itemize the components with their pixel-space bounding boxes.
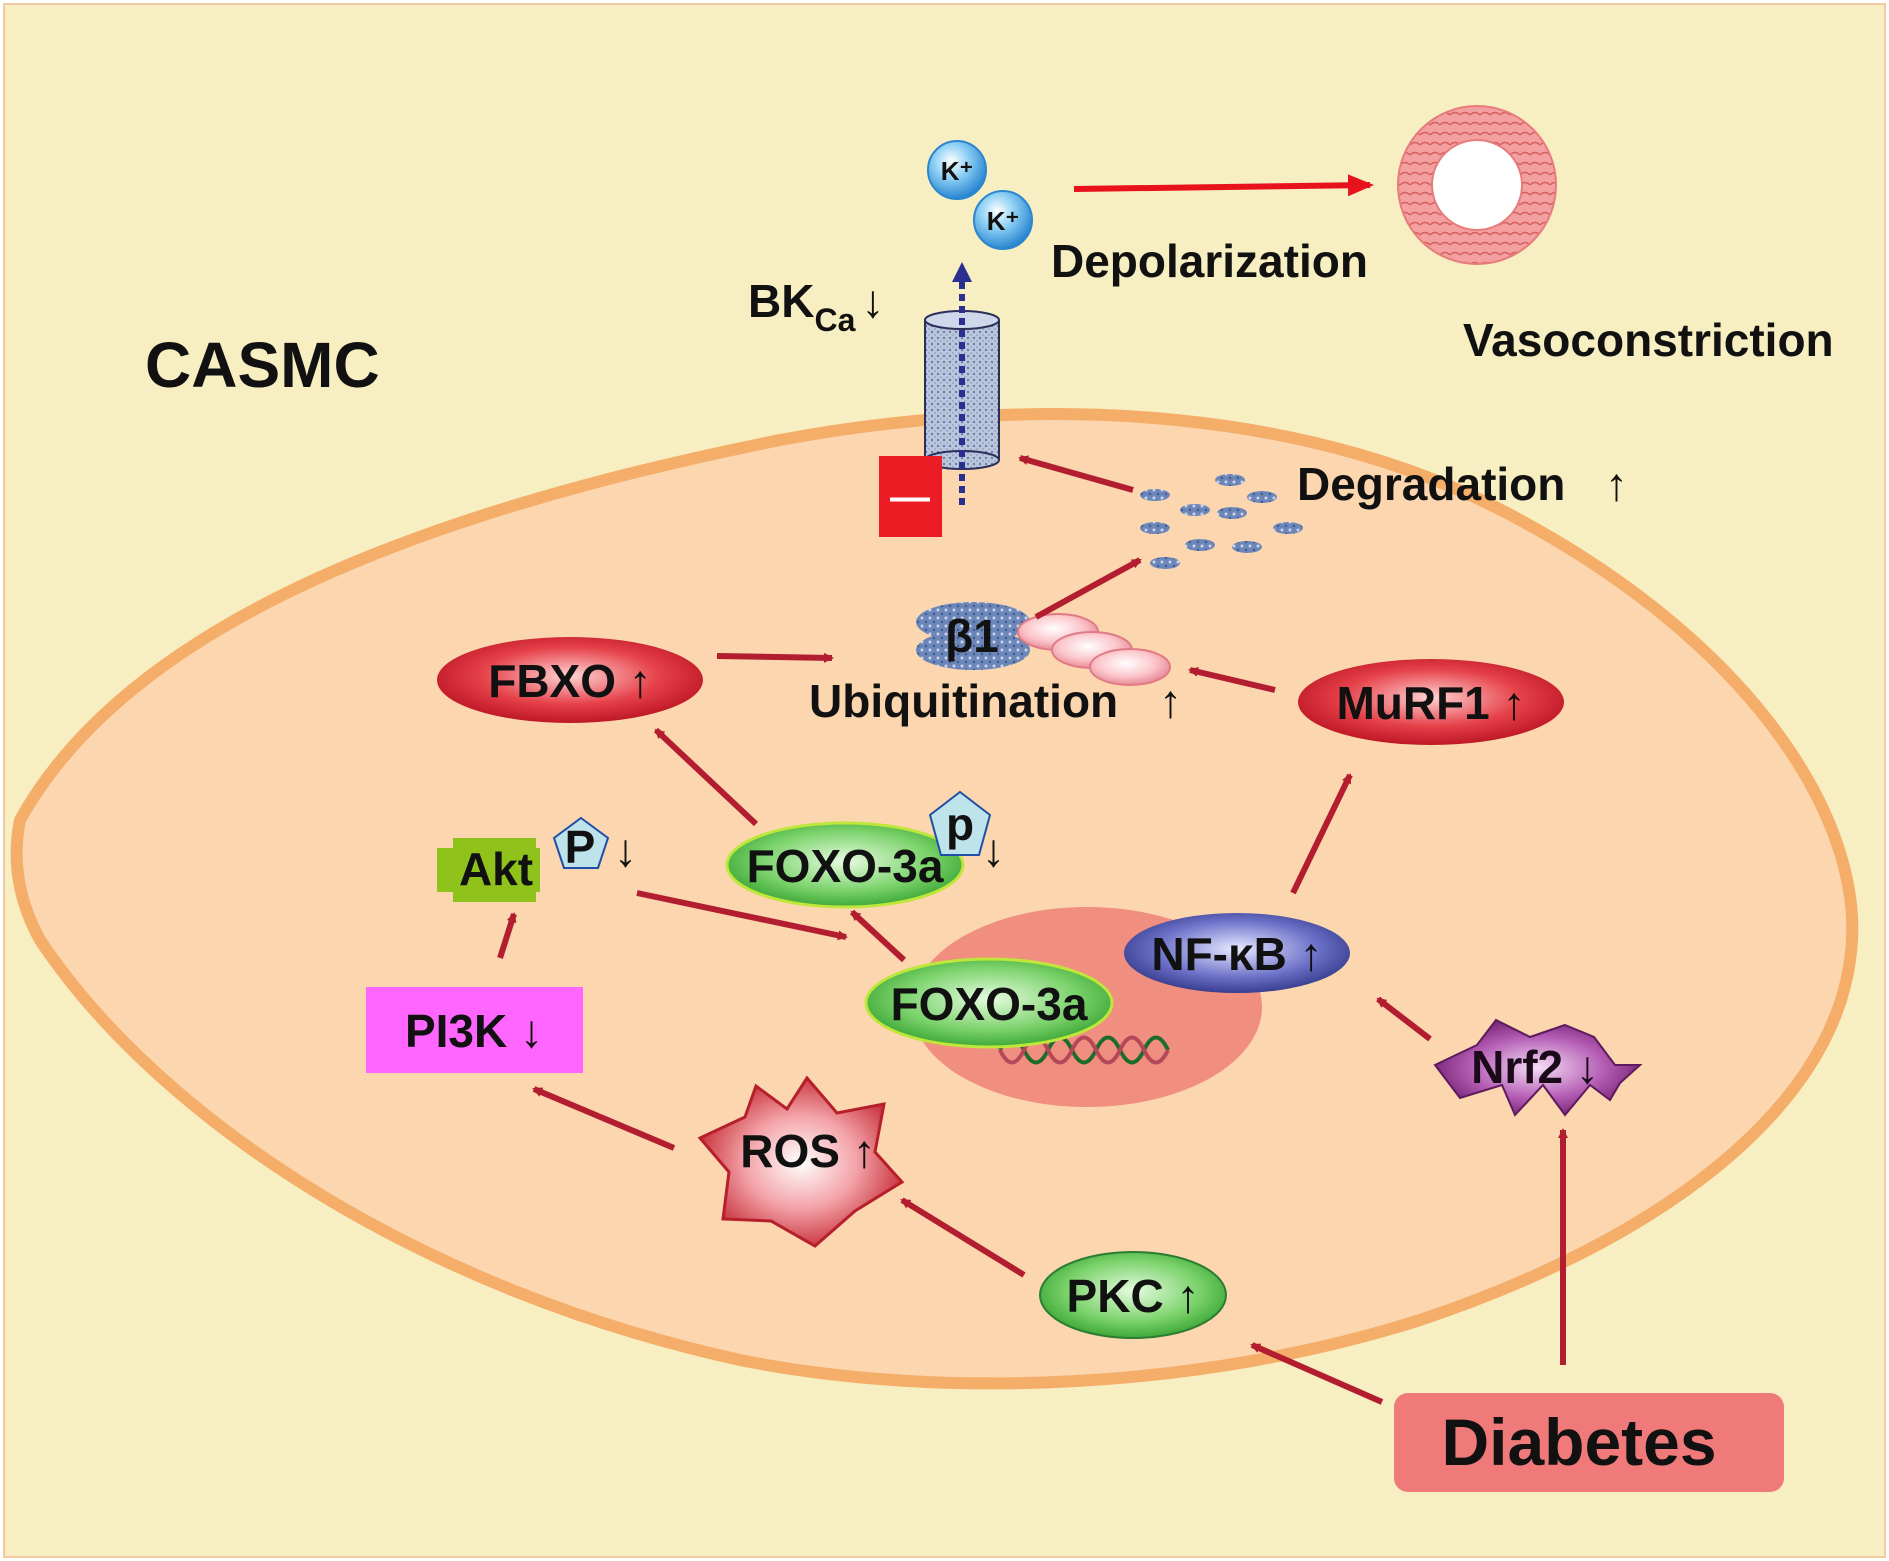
- cell-label: CASMC: [145, 329, 380, 401]
- pi3k-node: [366, 987, 583, 1073]
- akt-label: Akt: [459, 843, 533, 895]
- foxo-cyto-node: [725, 821, 965, 909]
- ubiquitination-label: Ubiquitination: [809, 675, 1118, 727]
- arrow-ros-to-pi3k: [532, 1086, 676, 1151]
- degradation-label: Degradation: [1297, 458, 1565, 510]
- potassium-ion-icon: K⁺: [973, 190, 1033, 250]
- nrf2-node: [1433, 1018, 1643, 1117]
- arrow-fbxo-to-ubiquitination: [716, 652, 834, 663]
- arrow-degradation-to-channel: [1018, 455, 1134, 493]
- ion-label-2: K⁺: [987, 206, 1020, 236]
- murf1-node: [1298, 659, 1564, 745]
- arrow-nrf2-to-nfkb: [1376, 996, 1432, 1042]
- channel-name: BK: [748, 275, 814, 327]
- arrow-pi3k-to-akt: [497, 912, 517, 959]
- potassium-ion-icon: K⁺: [927, 140, 987, 200]
- fbxo-label: FBXO ↑: [488, 655, 652, 707]
- foxo-cyto-label: FOXO-3a: [747, 840, 944, 892]
- beta1-label: β1: [945, 610, 999, 662]
- beta1-subunit: [916, 602, 1030, 670]
- fbxo-node: [437, 637, 703, 723]
- ubiquitin-chain-icon: [1017, 613, 1171, 686]
- depolarization-label: Depolarization: [1051, 235, 1368, 287]
- channel-label: BKCa↓: [748, 275, 884, 338]
- foxo-nuc-node: [864, 957, 1114, 1049]
- arrow-murf1-to-ubiquitination: [1188, 666, 1276, 693]
- inhibit-symbol: —: [890, 475, 930, 519]
- ubiquitination-arrow: ↑: [1159, 675, 1182, 727]
- arrow-ubiquitin-to-degradation: [1034, 557, 1142, 620]
- diabetes-label: Diabetes: [1441, 1405, 1716, 1479]
- arrow-nfkb-to-murf1: [1290, 773, 1353, 895]
- foxo-cyto-phospho-label: p: [946, 798, 974, 850]
- diabetes-box: [1394, 1393, 1784, 1492]
- foxo-cyto-arrow: ↓: [982, 824, 1005, 876]
- nrf2-label: Nrf2 ↓: [1471, 1041, 1599, 1093]
- ros-node: [697, 1075, 905, 1248]
- arrow-akt-to-foxo-nuc: [636, 890, 848, 941]
- nfkb-label: NF-κB ↑: [1151, 928, 1322, 980]
- akt-node: [437, 838, 540, 902]
- akt-phospho-label: P: [565, 821, 596, 873]
- inhibit-box: [879, 456, 942, 537]
- akt-arrow: ↓: [614, 824, 637, 876]
- channel-subscript: Ca: [814, 302, 855, 338]
- vessel-ring-icon: [1397, 105, 1557, 265]
- degradation-arrow: ↑: [1605, 458, 1628, 510]
- pkc-node: [1039, 1251, 1227, 1339]
- nfkb-node: [1124, 913, 1350, 993]
- ion-label-1: K⁺: [941, 156, 974, 186]
- arrow-ions-to-vessel: [1073, 174, 1374, 197]
- arrow-diabetes-to-pkc: [1250, 1342, 1384, 1405]
- murf1-label: MuRF1 ↑: [1336, 677, 1525, 729]
- arrow-foxo-nuc-to-foxo-cyto: [849, 909, 907, 963]
- foxo-phospho-badge: [928, 790, 992, 856]
- akt-phospho-badge: [552, 816, 610, 869]
- arrow-foxo-to-fbxo: [653, 727, 759, 827]
- pkc-label: PKC ↑: [1067, 1270, 1200, 1322]
- channel-arrow: ↓: [861, 275, 884, 327]
- vasoconstriction-label: Vasoconstriction: [1463, 314, 1834, 366]
- foxo-nuc-label: FOXO-3a: [891, 978, 1088, 1030]
- degraded-fragment-icon: [1140, 474, 1303, 569]
- arrow-pkc-to-ros: [900, 1197, 1026, 1278]
- ros-label: ROS ↑: [740, 1125, 875, 1177]
- pathway-arrows: [497, 455, 1568, 1405]
- pi3k-label: PI3K ↓: [405, 1005, 543, 1057]
